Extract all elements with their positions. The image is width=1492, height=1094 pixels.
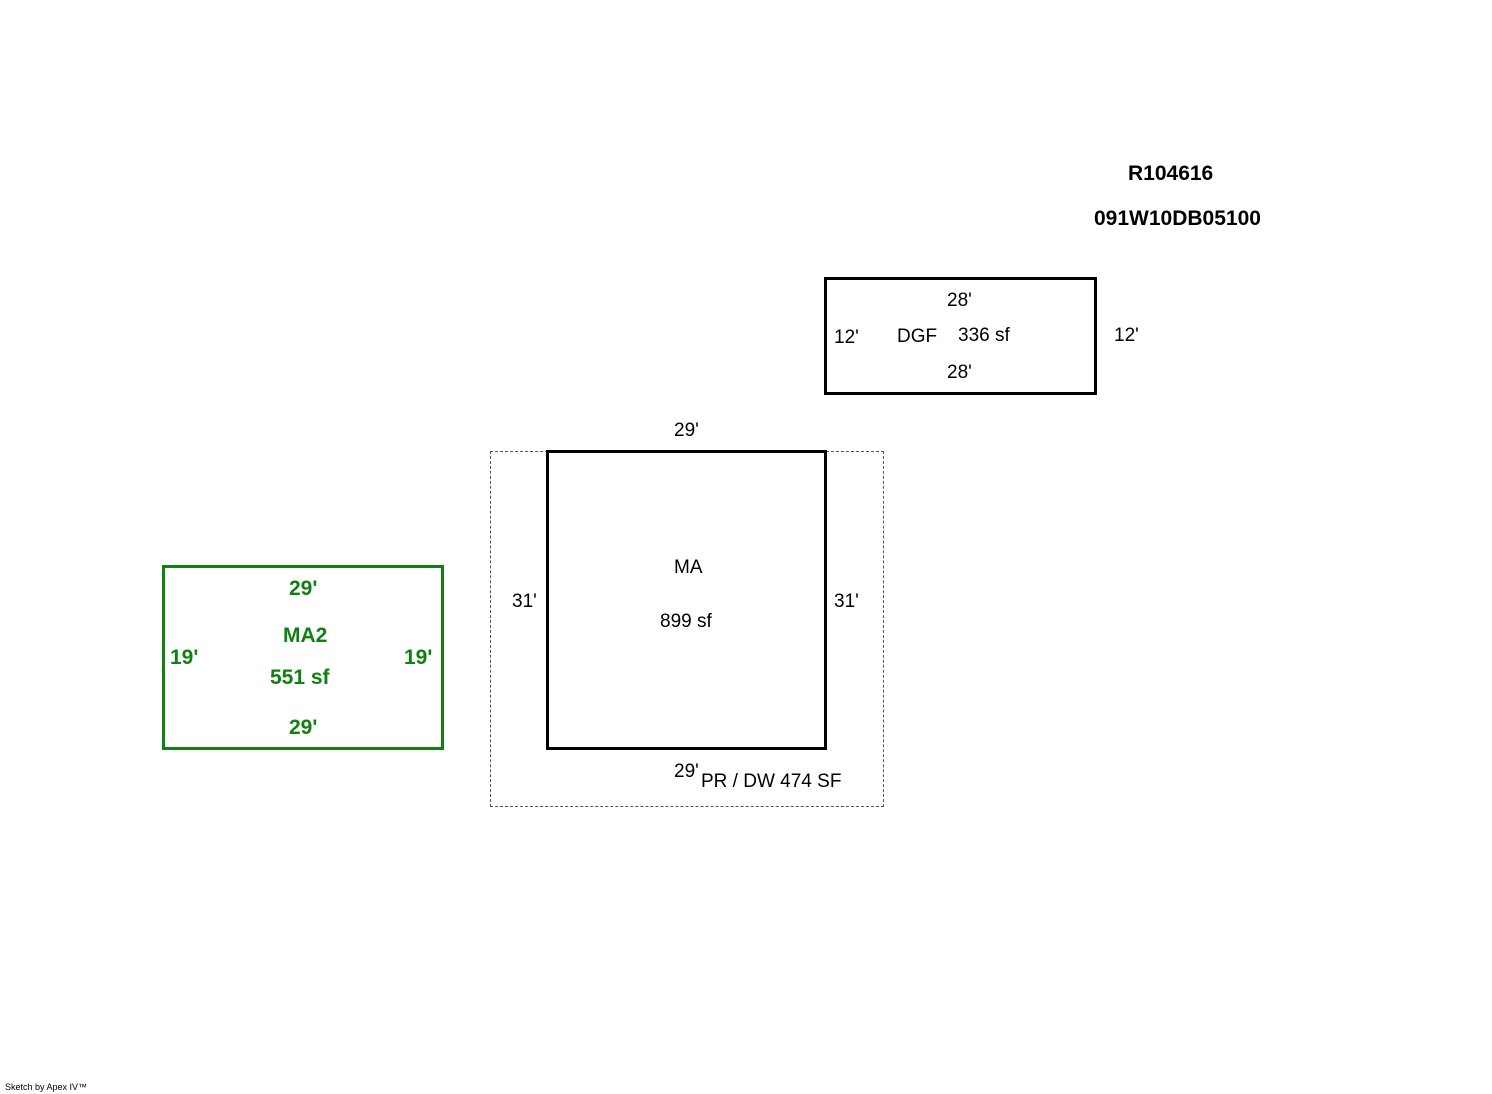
ma2-outline <box>162 565 444 750</box>
sketch-credit: Sketch by Apex IV™ <box>5 1082 88 1092</box>
ma2-area: 551 sf <box>270 666 330 689</box>
dgf-code: DGF <box>897 326 938 347</box>
dgf-top-dimension: 28' <box>947 290 972 311</box>
dgf-left-dimension: 12' <box>834 327 859 348</box>
ma-code: MA <box>674 557 703 578</box>
dgf-outline <box>824 277 1097 395</box>
pr-dw-label: PR / DW 474 SF <box>701 771 842 792</box>
dgf-area: 336 sf <box>958 325 1010 346</box>
ma2-top-dimension: 29' <box>289 577 318 600</box>
ma-left-dimension: 31' <box>512 591 537 612</box>
ma-outline <box>546 450 827 750</box>
ma2-bottom-dimension: 29' <box>289 716 318 739</box>
ma2-code: MA2 <box>283 624 328 647</box>
ma-right-dimension: 31' <box>834 591 859 612</box>
ma2-right-dimension: 19' <box>404 646 433 669</box>
account-number: R104616 <box>1128 162 1214 185</box>
ma-area: 899 sf <box>660 611 712 632</box>
ma-bottom-dimension: 29' <box>674 761 699 782</box>
dgf-bottom-dimension: 28' <box>947 362 972 383</box>
ma-top-dimension: 29' <box>674 420 699 441</box>
map-taxlot-number: 091W10DB05100 <box>1094 207 1261 230</box>
ma2-left-dimension: 19' <box>170 646 199 669</box>
dgf-right-dimension: 12' <box>1114 325 1139 346</box>
